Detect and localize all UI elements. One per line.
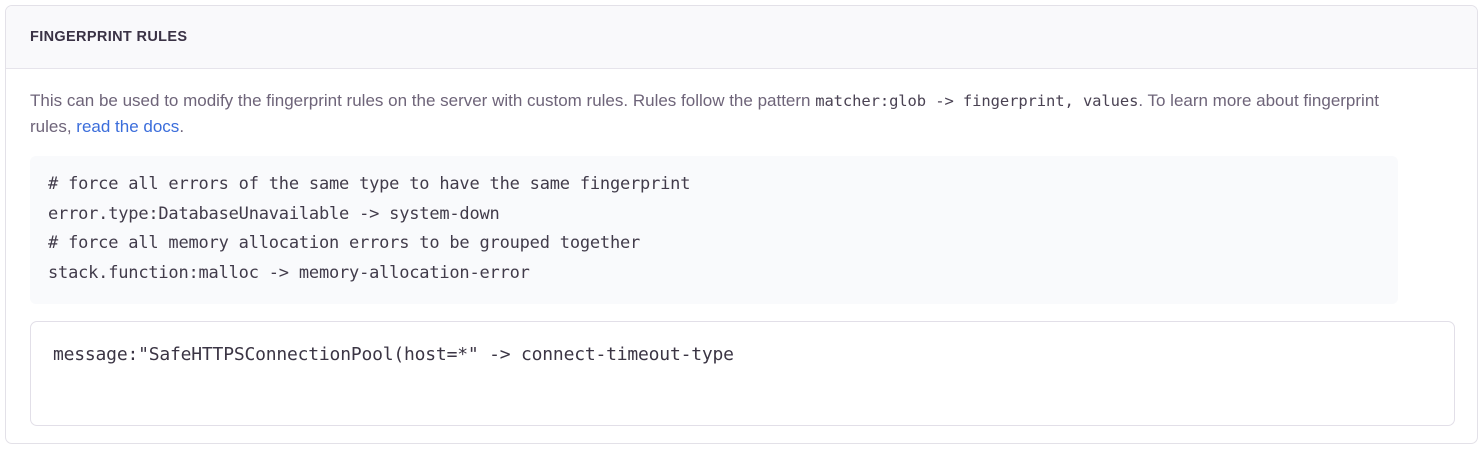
description-tail: . (179, 117, 185, 136)
panel-body: This can be used to modify the fingerpri… (6, 69, 1477, 426)
fingerprint-rules-panel: FINGERPRINT RULES This can be used to mo… (5, 5, 1478, 444)
code-line: stack.function:malloc -> memory-allocati… (48, 262, 530, 283)
inline-code-pattern: matcher:glob -> fingerprint, values (815, 92, 1139, 110)
description-mid: . To learn more about fingerprint rules, (30, 91, 1379, 136)
description-text: This can be used to modify the fingerpri… (30, 88, 1390, 140)
description-lead: This can be used to modify the fingerpri… (30, 91, 816, 110)
code-line: # force all memory allocation errors to … (48, 233, 641, 253)
read-the-docs-link[interactable]: read the docs (76, 117, 180, 136)
panel-header: FINGERPRINT RULES (6, 6, 1477, 69)
example-code-block: # force all errors of the same type to h… (30, 156, 1398, 304)
fingerprint-rules-input[interactable] (30, 321, 1455, 426)
page-title: FINGERPRINT RULES (30, 29, 188, 45)
code-line: error.type:DatabaseUnavailable -> system… (48, 203, 500, 224)
code-line: # force all errors of the same type to h… (48, 174, 691, 194)
